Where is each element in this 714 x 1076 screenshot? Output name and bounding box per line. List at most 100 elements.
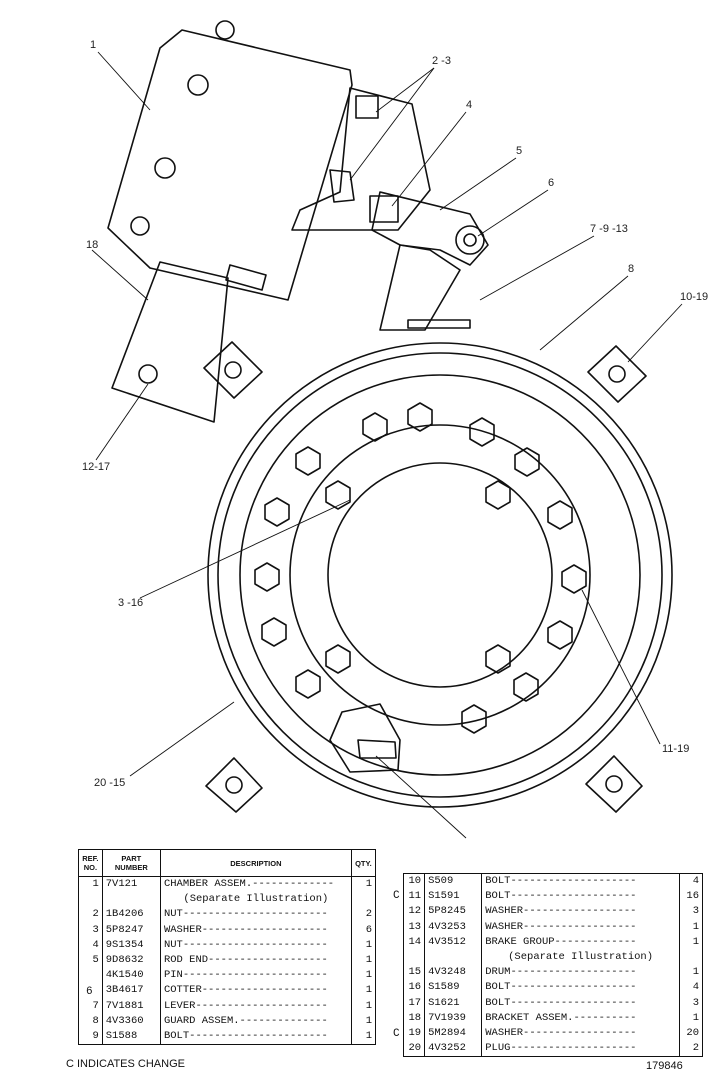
change-mark-row-19: C [393,1028,400,1040]
cell-desc: WASHER-------------------- [163,923,328,936]
cell-qty: 1 [678,1010,703,1026]
cell-ref: 8 [78,1013,103,1029]
cell-desc: BOLT-------------------- [485,996,637,1009]
cell-ref: 1 [78,876,103,893]
cell-desc: BRACKET ASSEM.---------- [485,1011,637,1024]
cell-ref: 7 [78,998,103,1014]
callout-2-3: 2 -3 [432,55,451,67]
cell-qty: 1 [350,952,376,969]
cell-ref: 4 [78,937,103,953]
cell-part: S1588 [102,1028,161,1045]
guard-assembly-outer [207,342,673,808]
cell-qty: 1 [350,876,376,893]
cell-part: S509 [424,873,483,890]
header-ref-no: REF. NO. [78,849,103,877]
exploded-parts-drawing: 1 2 -3 4 5 6 7 -9 -13 8 10-19 18 12-17 3… [82,20,708,839]
callout-20-15: 20 -15 [94,777,125,789]
header-part-number: PART NUMBER [102,849,161,877]
cell-part: 4V3252 [424,1041,483,1057]
cell-desc: BOLT-------------------- [485,890,637,903]
callout-11-19: 11-19 [662,743,689,755]
cell-desc: WASHER------------------ [485,1026,637,1039]
cell-desc: ROD END------------------- [163,954,328,967]
cell-part: 7V1939 [424,1010,483,1026]
cell-qty: 1 [678,934,703,950]
cell-ref: 19 [403,1025,426,1042]
parts-row: (Separate Illustration) [78,892,376,908]
cell-ref: 12 [403,904,426,920]
cell-ref: 9 [78,1028,103,1045]
cell-qty: 4 [678,873,703,890]
cell-qty: 3 [678,904,703,920]
cell-part: 5P8245 [424,904,483,920]
callout-10-19: 10-19 [680,291,708,303]
cell-qty: 1 [350,937,376,953]
cell-qty: 4 [678,980,703,996]
cell-qty: 1 [350,1028,376,1045]
cell-desc: NUT----------------------- [163,938,328,951]
cell-part: 7V1881 [102,998,161,1014]
cell-part: 1B4206 [102,907,161,923]
callout-8: 8 [628,263,634,275]
cell-qty [678,949,703,966]
cell-part: 4V3248 [424,965,483,981]
cell-qty: 1 [350,968,376,984]
cell-ref: 13 [403,919,426,935]
lever-shape [371,191,489,266]
cell-part: 4V3360 [102,1013,161,1029]
cell-qty: 2 [678,1041,703,1057]
cell-ref: 10 [403,873,426,890]
cell-desc: GUARD ASSEM.-------------- [163,1014,328,1027]
cell-part: 5M2894 [424,1025,483,1042]
cell-desc: PLUG-------------------- [485,1042,637,1055]
cell-desc: COTTER-------------------- [163,984,328,997]
cell-ref: 3 [78,922,103,938]
cell-desc: PIN----------------------- [163,969,328,982]
cell-desc: BOLT-------------------- [485,981,637,994]
cell-desc: (Separate Illustration) [183,893,329,906]
cell-desc: NUT----------------------- [163,908,328,921]
cell-ref [78,983,103,999]
cell-qty: 16 [678,889,703,905]
cell-qty: 1 [678,965,703,981]
cell-part: 4V3512 [424,934,483,950]
cell-ref: 14 [403,934,426,950]
callout-5: 5 [516,145,522,157]
cell-desc: (Separate Illustration) [508,951,654,964]
bolt-circle [254,402,587,734]
cell-part: 9D8632 [102,952,161,969]
cell-qty: 3 [678,995,703,1011]
cell-desc: CHAMBER ASSEM.------------- [163,878,335,891]
header-qty: QTY. [350,849,376,877]
cell-ref: 17 [403,995,426,1011]
bracket-assembly-shape [111,261,229,423]
header-description: DESCRIPTION [160,849,352,877]
cell-desc: BRAKE GROUP------------- [485,935,637,948]
cell-ref: 18 [403,1010,426,1026]
change-mark-row-11: C [393,890,400,902]
callout-18: 18 [86,239,98,251]
change-legend-note: C INDICATES CHANGE [66,1058,185,1070]
cell-qty: 1 [678,919,703,935]
callout-7-9-13: 7 -9 -13 [590,223,628,235]
cell-ref [78,892,103,908]
cell-qty: 1 [350,1013,376,1029]
cell-part [102,892,161,908]
cell-ref: 20 [403,1041,426,1057]
cell-part: S1621 [424,995,483,1011]
callout-1: 1 [90,39,96,51]
cell-ref: 2 [78,907,103,923]
cell-part: 5P8247 [102,922,161,938]
